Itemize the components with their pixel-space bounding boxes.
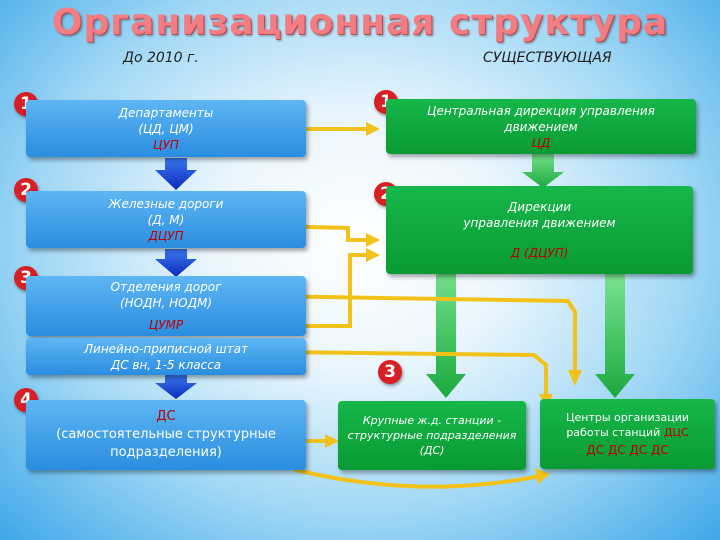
directorates-title: Дирекции (507, 200, 572, 214)
railways-subtitle: (Д, М) (147, 212, 185, 227)
dcs-centers-line2: работы станций (566, 426, 664, 439)
divisions-code: ЦУМР (148, 318, 184, 332)
down-arrow-1 (155, 158, 197, 190)
railways-box: Железные дороги (Д, М) ДЦУП (26, 191, 306, 248)
yellow-arrow-cumr-d (260, 253, 372, 328)
departments-code: ЦУП (153, 137, 179, 152)
central-directorate-subtitle: движением (504, 119, 578, 134)
stations-old-line2: (самостоятельные структурные (56, 427, 276, 442)
divisions-title: Отделения дорог (110, 280, 222, 294)
left-column-heading: До 2010 г. (123, 50, 199, 66)
large-stations-line1: Крупные ж.д. станции - (362, 414, 502, 427)
green-arrow-dcs (595, 274, 635, 398)
dcs-centers-stations: ДС ДС ДС ДС (586, 443, 669, 457)
yellow-arrow-nod-dcs (260, 294, 577, 374)
departments-box: Департаменты (ЦД, ЦМ) ЦУП (26, 100, 306, 157)
stations-old-box: ДС (самостоятельные структурные подразде… (26, 400, 306, 470)
down-arrow-2 (155, 249, 197, 277)
large-stations-box: Крупные ж.д. станции - структурные подра… (338, 401, 526, 470)
linear-staff-title: Линейно-приписной штат (84, 341, 248, 356)
right-badge-3: 3 (378, 360, 402, 384)
stations-old-title: ДС (156, 409, 176, 424)
linear-staff-box: Линейно-приписной штат ДС вн, 1-5 класса (26, 338, 306, 375)
yellow-arrow-ds-centers (294, 468, 542, 489)
departments-subtitle: (ЦД, ЦМ) (138, 121, 194, 136)
dcs-centers-code: ДЦС (663, 426, 689, 439)
directorates-box: Дирекции управления движением Д (ДЦУП) (386, 186, 693, 274)
divisions-box: Отделения дорог (НОДН, НОДМ) ЦУМР (26, 276, 306, 336)
green-arrow-large-stations (426, 264, 466, 398)
central-directorate-code: ЦД (531, 135, 551, 150)
central-directorate-title: Центральная дирекция управления (427, 103, 655, 118)
yellow-arrow-linear-dcs (276, 350, 548, 399)
large-stations-line3: (ДС) (419, 444, 445, 457)
stations-old-line3: подразделения) (110, 445, 222, 460)
directorates-code: Д (ДЦУП) (510, 246, 569, 260)
railways-code: ДЦУП (148, 228, 184, 243)
dcs-centers-box: Центры организации работы станций ДЦС ДС… (540, 399, 715, 469)
railways-title: Железные дороги (108, 196, 224, 211)
large-stations-line2: структурные подразделения (347, 429, 517, 442)
down-arrow-3 (155, 375, 197, 399)
divisions-subtitle: (НОДН, НОДМ) (119, 296, 213, 310)
central-directorate-box: Центральная дирекция управления движение… (386, 99, 696, 154)
departments-title: Департаменты (118, 105, 214, 120)
green-arrow-cd (522, 152, 564, 188)
directorates-subtitle: управления движением (463, 216, 616, 230)
right-column-heading: СУЩЕСТВУЮЩАЯ (483, 50, 612, 66)
dcs-centers-line1: Центры организации (565, 411, 690, 424)
page-title: Организационная структура (51, 2, 669, 43)
linear-staff-subtitle: ДС вн, 1-5 класса (110, 357, 222, 372)
